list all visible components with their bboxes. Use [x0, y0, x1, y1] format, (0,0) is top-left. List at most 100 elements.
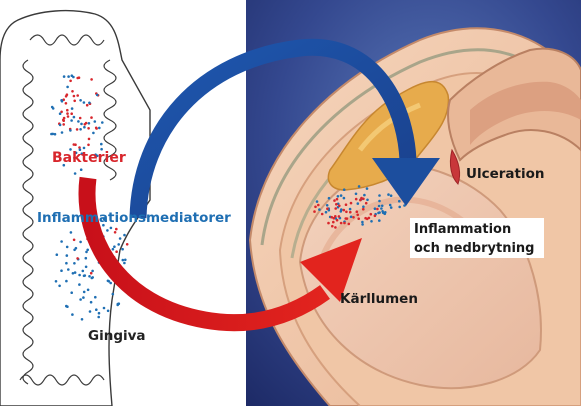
mediator-dot — [357, 202, 360, 205]
bacteria-dot — [343, 222, 346, 225]
bacteria-dot — [338, 205, 341, 208]
bacteria-dot — [336, 198, 339, 201]
mediator-dot — [66, 254, 69, 257]
label-inflammation-line1: Inflammation — [414, 222, 511, 237]
mediator-dot — [72, 76, 75, 79]
mediator-dot — [389, 204, 392, 207]
mediator-dot — [366, 187, 369, 190]
bacteria-dot — [334, 226, 337, 229]
bacteria-dot — [317, 204, 320, 207]
mediator-dot — [77, 120, 80, 123]
mediator-dot — [381, 205, 384, 208]
mediator-dot — [343, 197, 346, 200]
mediator-dot — [60, 99, 63, 102]
bacteria-dot — [62, 119, 65, 122]
mediator-dot — [370, 220, 373, 223]
bacteria-dot — [331, 225, 334, 228]
bacteria-dot — [355, 198, 358, 201]
bacteria-dot — [349, 211, 352, 214]
mediator-dot — [328, 197, 331, 200]
mediator-dot — [51, 106, 54, 109]
mediator-dot — [91, 277, 94, 280]
bacteria-dot — [63, 117, 66, 120]
bacteria-dot — [95, 127, 98, 130]
mediator-dot — [362, 205, 365, 208]
label-lumen: Kärllumen — [340, 291, 418, 307]
mediator-dot — [79, 99, 82, 102]
mediator-dot — [79, 128, 82, 131]
mediator-dot — [72, 272, 75, 275]
mediator-dot — [340, 210, 343, 213]
bacteria-dot — [70, 112, 73, 115]
bacteria-dot — [365, 202, 368, 205]
mediator-dot — [60, 240, 63, 243]
mediator-dot — [92, 132, 95, 135]
bacteria-dot — [79, 117, 82, 120]
bacteria-dot — [69, 80, 72, 83]
bacteria-dot — [335, 203, 338, 206]
label-inflammation-line2: och nedbrytning — [414, 241, 534, 256]
gingiva-outline — [0, 11, 150, 406]
mediator-dot — [390, 194, 393, 197]
bacteria-dot — [334, 207, 337, 210]
bacteria-dot — [333, 217, 336, 220]
mediator-dot — [58, 285, 61, 288]
mediator-dot — [67, 268, 70, 271]
mediator-dot — [70, 231, 73, 234]
mediator-dot — [83, 126, 86, 129]
mediator-dot — [113, 245, 116, 248]
mediator-dot — [112, 293, 115, 296]
mediator-dot — [366, 199, 369, 202]
bacteria-dot — [340, 222, 343, 225]
mediator-dot — [54, 133, 57, 136]
bacteria-dot — [313, 210, 316, 213]
bacteria-dot — [115, 228, 118, 231]
mediator-dot — [83, 147, 86, 150]
bacteria-dot — [114, 231, 117, 234]
mediator-dot — [355, 193, 358, 196]
mediator-dot — [121, 248, 124, 251]
bacteria-dot — [66, 93, 69, 96]
bacteria-dot — [86, 104, 89, 107]
mediator-dot — [74, 271, 77, 274]
inflammation-label: Inflammation och nedbrytning — [410, 218, 544, 258]
mediator-dot — [55, 280, 58, 283]
mediator-dot — [94, 296, 97, 299]
bacteria-dot — [76, 257, 79, 260]
bacteria-dot — [357, 217, 360, 220]
mediator-dot — [59, 112, 62, 115]
mediator-dot — [107, 280, 110, 283]
mediator-dot — [374, 207, 377, 210]
mediator-dot — [361, 221, 364, 224]
mediator-dot — [349, 208, 352, 211]
mediator-dot — [96, 94, 99, 97]
mediator-dot — [117, 303, 120, 306]
mediator-dot — [80, 123, 83, 126]
bacteria-dot — [362, 208, 365, 211]
bacteria-dot — [74, 143, 77, 146]
mediator-dot — [78, 274, 81, 277]
mediator-dot — [65, 262, 68, 265]
mediator-dot — [61, 131, 64, 134]
bacteria-dot — [76, 94, 79, 97]
bacteria-dot — [314, 206, 317, 209]
bacteria-dot — [78, 146, 81, 149]
bacteria-dot — [76, 128, 79, 131]
label-mediators: Inflammationsmediatorer — [37, 210, 231, 226]
bacteria-dot — [327, 222, 330, 225]
mediator-dot — [358, 185, 361, 188]
bacteria-dot — [336, 219, 339, 222]
bacteria-dot — [362, 198, 365, 201]
mediator-dot — [59, 124, 62, 127]
mediator-dot — [83, 275, 86, 278]
mediator-dot — [100, 143, 103, 146]
bacteria-dot — [67, 115, 70, 118]
mediator-dot — [340, 194, 343, 197]
bacteria-dot — [88, 138, 91, 141]
mediator-dot — [67, 75, 70, 78]
bacteria-dot — [350, 202, 353, 205]
mediator-dot — [82, 296, 85, 299]
mediator-dot — [71, 107, 74, 110]
mediator-dot — [73, 262, 76, 265]
